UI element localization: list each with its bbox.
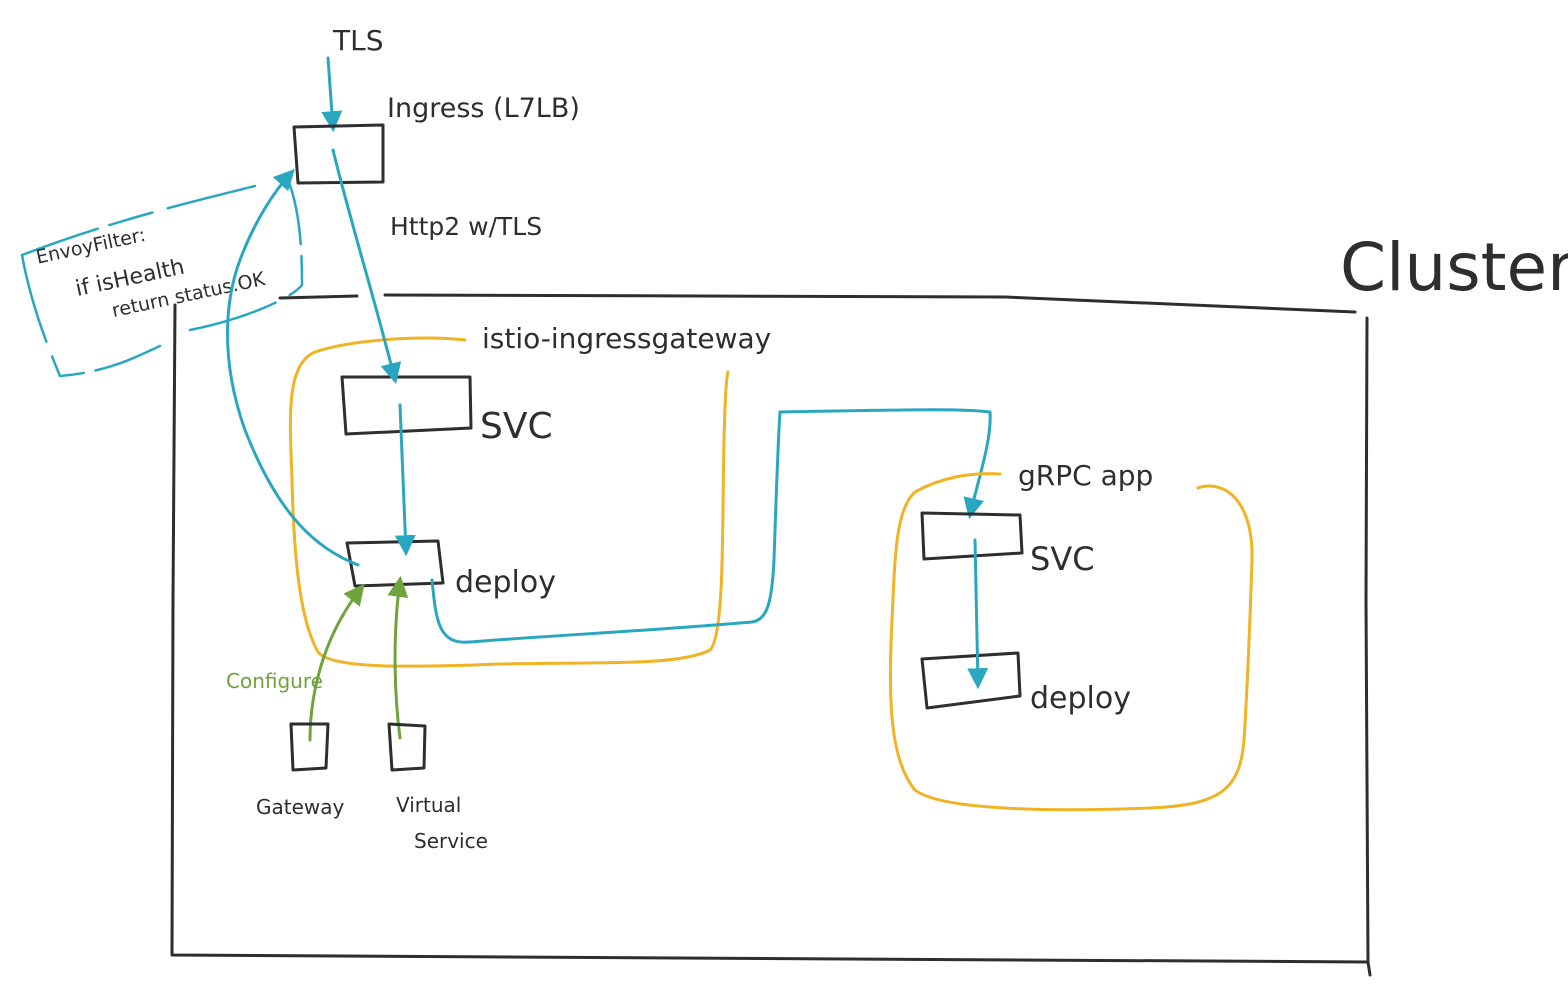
ingress-label: Ingress (L7LB) <box>387 93 580 124</box>
istio-group-label: istio-ingressgateway <box>482 322 771 355</box>
grpc-svc-label: SVC <box>1030 540 1095 578</box>
tls-arrow <box>321 56 343 133</box>
envoyfilter-note: EnvoyFilter: if isHealth return status.O… <box>20 178 304 378</box>
virtualservice-box <box>387 722 427 772</box>
virtualservice-label-line2: Service <box>414 829 488 853</box>
istio-deploy-label: deploy <box>455 565 556 600</box>
grpc-deploy-box <box>920 651 1022 710</box>
tls-label: TLS <box>332 24 383 57</box>
health-check-return-arrow <box>226 168 360 567</box>
virtualservice-configure-arrow <box>387 575 409 740</box>
virtualservice-label-line1: Virtual <box>396 793 461 817</box>
cluster-boundary <box>170 293 1372 977</box>
gateway-box <box>289 722 330 772</box>
ingress-box <box>292 123 385 185</box>
deploy-to-grpc-svc-arrow <box>430 408 992 644</box>
gateway-label: Gateway <box>256 795 345 819</box>
istio-deploy-box <box>345 539 445 588</box>
grpc-svc-to-deploy-arrow <box>967 538 989 690</box>
svc-to-deploy-arrow <box>394 403 416 557</box>
istio-group-outline <box>288 336 730 668</box>
grpc-svc-box <box>920 511 1024 561</box>
http2-label: Http2 w/TLS <box>390 212 542 241</box>
grpc-group-label: gRPC app <box>1018 459 1153 492</box>
istio-svc-label: SVC <box>480 406 553 447</box>
grpc-group-outline <box>888 472 1254 812</box>
grpc-deploy-label: deploy <box>1030 681 1131 716</box>
istio-svc-box <box>340 375 473 436</box>
configure-label: Configure <box>226 669 323 693</box>
cluster-label: Cluster <box>1340 229 1568 306</box>
ingress-to-svc-arrow <box>331 148 402 385</box>
